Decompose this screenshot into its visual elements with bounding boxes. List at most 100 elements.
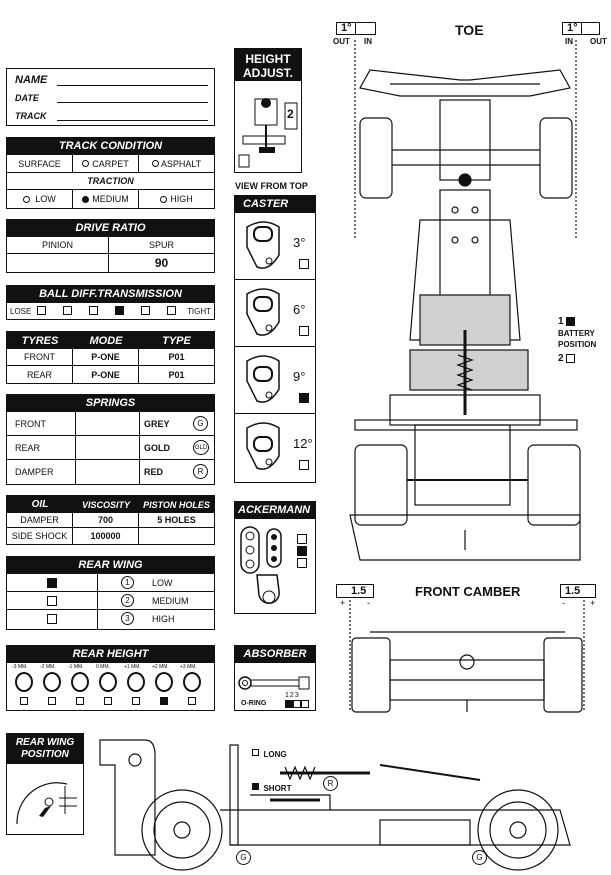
rear-height-label: -3 MM. — [12, 664, 28, 670]
caster-select-box[interactable] — [299, 393, 309, 403]
rear-wing-option-high[interactable]: 3 HIGH — [7, 610, 214, 629]
height-adjust-title-2: ADJUST. — [242, 65, 293, 80]
rear-wing-position-title-2: POSITION — [21, 749, 69, 760]
track-condition-panel: TRACK CONDITION SURFACE CARPET ASPHALT T… — [6, 137, 215, 209]
traction-label: TRACTION — [7, 173, 214, 190]
diff-box-4[interactable] — [115, 306, 124, 315]
spring-rear-label: REAR — [15, 443, 41, 453]
rear-wing-option-low[interactable]: 1 LOW — [7, 574, 214, 592]
rear-height-box[interactable] — [160, 697, 168, 705]
caster-select-box[interactable] — [299, 259, 309, 269]
traction-high-option[interactable]: HIGH — [139, 190, 214, 208]
date-label: DATE — [15, 93, 39, 103]
spring-damper-label: DAMPER — [15, 467, 54, 477]
spur-value[interactable]: 90 — [154, 256, 169, 270]
rear-wing-option-medium[interactable]: 2 MEDIUM — [7, 592, 214, 610]
rear-height-box[interactable] — [104, 697, 112, 705]
oil-damper-viscosity[interactable]: 700 — [73, 513, 139, 528]
spring-damper-color[interactable]: RED — [144, 467, 164, 477]
toe-right-box[interactable]: 1° — [562, 22, 600, 35]
toe-left-box[interactable]: 1° — [336, 22, 376, 35]
rear-height-box[interactable] — [20, 697, 28, 705]
spring-front-label: FRONT — [15, 419, 46, 429]
ackermann-title: ACKERMANN — [235, 502, 315, 519]
spring-rear-color[interactable]: GOLD — [144, 443, 170, 453]
springs-panel: SPRINGS FRONT GREY G REAR GOLD GLD DAMPE… — [6, 394, 215, 485]
caster-block-icon — [246, 288, 280, 336]
rear-height-box[interactable] — [48, 697, 56, 705]
diff-box-2[interactable] — [63, 306, 72, 315]
traction-low-option[interactable]: LOW — [7, 190, 73, 208]
spring-damper-code: R — [193, 464, 208, 479]
caster-select-box[interactable] — [299, 460, 309, 470]
rear-height-label: +3 MM. — [180, 664, 197, 670]
caster-option[interactable]: 9° — [235, 347, 315, 414]
tyre-front-mode[interactable]: P-ONE — [73, 349, 139, 366]
pinion-label: PINION — [7, 237, 109, 254]
side-short-option[interactable]: SHORT — [252, 778, 291, 796]
track-field[interactable] — [57, 120, 208, 121]
height-adjust-title-1: HEIGHT — [245, 51, 291, 66]
diff-box-5[interactable] — [141, 306, 150, 315]
track-label: TRACK — [15, 111, 47, 121]
ackermann-box-3[interactable] — [297, 558, 307, 568]
rear-height-box[interactable] — [188, 697, 196, 705]
tyre-rear-mode[interactable]: P-ONE — [73, 366, 139, 383]
caster-select-box[interactable] — [299, 326, 309, 336]
spur-label: SPUR — [109, 237, 214, 254]
tyre-rear-type[interactable]: P01 — [168, 369, 185, 380]
tyre-front-type[interactable]: P01 — [139, 349, 214, 366]
battery-option-1[interactable]: 1 — [558, 316, 576, 327]
spring-front-color[interactable]: GREY — [144, 419, 170, 429]
date-field[interactable] — [57, 102, 208, 103]
battery-option-2[interactable]: 2 — [558, 353, 576, 364]
absorber-box-2[interactable] — [293, 700, 301, 708]
rear-height-ring — [127, 672, 145, 692]
type-header: TYPE — [162, 334, 191, 347]
camber-right-plus: + — [590, 598, 596, 608]
oil-sideshock-holes[interactable] — [139, 528, 214, 544]
rear-height-options: -3 MM.-2 MM.-1 MM.0 MM.+1 MM.+2 MM.+3 MM… — [7, 663, 214, 710]
camber-right-box[interactable]: 1.5 — [560, 584, 596, 598]
absorber-box-1[interactable] — [285, 700, 293, 708]
height-adjust-marker: 2 — [287, 107, 294, 121]
rear-height-box[interactable] — [76, 697, 84, 705]
caster-block-icon — [246, 221, 280, 269]
caster-panel: CASTER 3°6°9°12° — [234, 195, 316, 483]
diff-box-6[interactable] — [167, 306, 176, 315]
rear-height-ring — [71, 672, 89, 692]
asphalt-option[interactable]: ASPHALT — [139, 155, 214, 173]
rear-wing-position-diagram — [16, 782, 77, 825]
rear-wing-title: REAR WING — [7, 557, 214, 574]
diff-box-3[interactable] — [89, 306, 98, 315]
absorber-box-3[interactable] — [301, 700, 309, 708]
carpet-option[interactable]: CARPET — [73, 155, 139, 173]
caster-option[interactable]: 6° — [235, 280, 315, 347]
spring-front-code: G — [193, 416, 208, 431]
diff-box-1[interactable] — [37, 306, 46, 315]
rear-height-label: -2 MM. — [40, 664, 56, 670]
ackermann-box-2[interactable] — [297, 546, 307, 556]
rear-height-box[interactable] — [132, 697, 140, 705]
rear-height-label: 0 MM. — [96, 664, 110, 670]
lose-label: LOSE — [10, 307, 32, 316]
pinion-value[interactable] — [7, 254, 109, 272]
traction-medium-option[interactable]: MEDIUM — [73, 190, 139, 208]
rear-height-label: +2 MM. — [152, 664, 169, 670]
tight-label: TIGHT — [187, 307, 211, 316]
oil-sideshock-viscosity[interactable]: 100000 — [73, 528, 139, 544]
name-field[interactable] — [57, 85, 208, 86]
ackermann-box-1[interactable] — [297, 534, 307, 544]
camber-left-box[interactable]: 1.5 — [336, 584, 374, 598]
caster-option[interactable]: 3° — [235, 213, 315, 280]
chassis-side-view — [99, 739, 571, 871]
caster-option[interactable]: 12° — [235, 414, 315, 481]
rear-height-ring — [15, 672, 33, 692]
side-long-option[interactable]: LONG — [252, 744, 287, 762]
oil-panel: OIL VISCOSITY PISTON HOLES DAMPER 700 5 … — [6, 495, 215, 545]
track-condition-title: TRACK CONDITION — [7, 138, 214, 155]
toe-out-label-right: OUT — [590, 37, 607, 46]
camber-left-plus: + — [340, 598, 346, 608]
front-camber-view — [349, 600, 585, 713]
oil-damper-holes[interactable]: 5 HOLES — [139, 513, 214, 528]
